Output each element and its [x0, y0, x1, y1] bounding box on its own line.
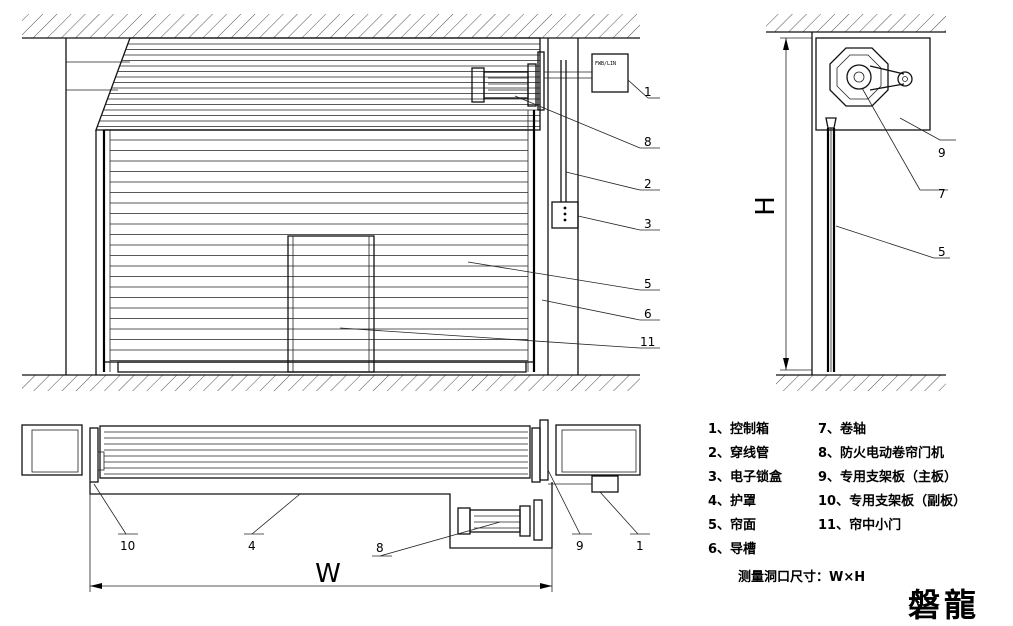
wicket-door: [287, 235, 375, 373]
plan-view: W 10 4 8 9 1: [21, 419, 650, 592]
curtain-slats: [110, 139, 528, 361]
control-box-label: FWB/LIN: [595, 61, 616, 67]
side-section: H 9 7 5: [751, 14, 956, 391]
legend-item: 4、护罩: [708, 494, 757, 509]
hood: [95, 37, 541, 131]
legend-item: 6、导槽: [708, 542, 757, 557]
plan-right-wall: [555, 424, 641, 476]
hood-slats: [97, 43, 540, 127]
side-ceiling-hatch: [766, 14, 946, 32]
brand-logo: 磐龍: [908, 586, 981, 624]
callout-9-side: 9: [938, 146, 946, 160]
callout-5: 5: [644, 277, 652, 291]
legend-item: 2、穿线管: [708, 446, 770, 461]
legend-item: 5、帘面: [708, 518, 757, 533]
front-leaders: [339, 79, 660, 349]
bottom-bar: [117, 361, 527, 373]
callout-5-side: 5: [938, 245, 946, 259]
plan-drum: [99, 425, 531, 479]
callout-3: 3: [644, 217, 652, 231]
callout-11: 11: [640, 335, 655, 349]
plan-control-box: [591, 475, 619, 493]
lock-box: [551, 201, 579, 229]
callout-9-plan: 9: [576, 539, 584, 553]
height-label: H: [751, 196, 781, 216]
callout-4: 4: [248, 539, 256, 553]
drum-octagon: [829, 47, 889, 107]
motor-body: [483, 71, 529, 99]
curtain-face: [103, 129, 535, 363]
motor-bracket: [537, 51, 545, 111]
shaft-circle: [846, 64, 872, 90]
legend-item: 7、卷轴: [818, 422, 867, 437]
legend-item: 8、防火电动卷帘门机: [818, 446, 945, 461]
callout-1-plan: 1: [636, 539, 644, 553]
legend-item: 3、电子锁盒: [708, 470, 783, 485]
plan-left-wall: [21, 424, 83, 476]
control-box: [591, 53, 629, 93]
callout-6: 6: [644, 307, 652, 321]
callout-7: 7: [938, 187, 946, 201]
main-bracket-plate: [815, 37, 931, 131]
callout-1: 1: [644, 85, 652, 99]
sprocket: [897, 71, 913, 87]
floor-hatch: [22, 375, 640, 391]
legend-item: 1、控制箱: [708, 422, 770, 437]
aux-bracket-plate: [89, 427, 99, 483]
side-floor-hatch: [776, 375, 946, 391]
callout-2: 2: [644, 177, 652, 191]
legend-item: 11、帘中小门: [818, 518, 902, 533]
callout-8: 8: [644, 135, 652, 149]
callout-10: 10: [120, 539, 135, 553]
motor-endcap: [471, 67, 485, 103]
ceiling-hatch: [22, 14, 640, 38]
legend-item: 9、专用支架板（主板）: [818, 470, 958, 485]
plan-hood: [89, 482, 553, 549]
width-label: W: [315, 559, 341, 589]
legend-item: 10、专用支架板（副板）: [818, 494, 967, 509]
front-elevation: FWB/LIN 1 8 2 3 5 6 11: [22, 14, 660, 391]
callout-8-plan: 8: [376, 541, 384, 555]
measure-note: 测量洞口尺寸：W×H: [738, 570, 866, 585]
